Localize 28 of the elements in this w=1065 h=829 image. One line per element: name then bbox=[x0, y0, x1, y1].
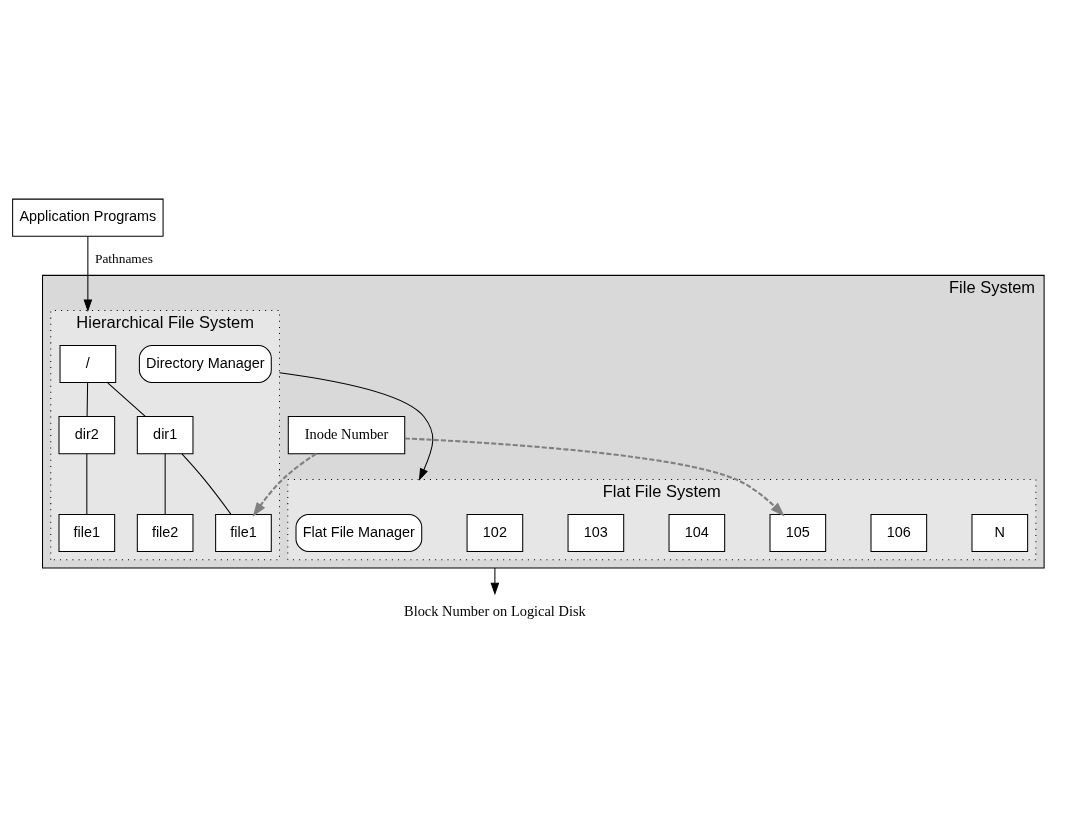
connector bbox=[181, 452, 232, 515]
node-box: Inode Number bbox=[287, 415, 406, 454]
node-box: 105 bbox=[769, 513, 827, 552]
node-box: N bbox=[971, 513, 1029, 552]
node-box: file1 bbox=[215, 513, 272, 552]
arrow bbox=[490, 567, 500, 595]
arrow bbox=[279, 371, 434, 481]
connector bbox=[86, 381, 89, 417]
node-box: Directory Manager bbox=[138, 344, 272, 383]
node-box: file2 bbox=[136, 513, 194, 552]
arrow bbox=[83, 235, 93, 312]
node-box: 103 bbox=[567, 513, 625, 552]
node-box: 104 bbox=[668, 513, 726, 552]
connector bbox=[164, 452, 166, 515]
node-text: Block Number on Logical Disk bbox=[404, 602, 586, 619]
arrow bbox=[252, 452, 317, 517]
node-box: file1 bbox=[58, 513, 116, 552]
node-box: / bbox=[59, 344, 117, 383]
arrow bbox=[404, 436, 785, 516]
edge-label: Pathnames bbox=[94, 250, 153, 266]
node-box: Application Programs bbox=[12, 198, 164, 237]
node-box: 106 bbox=[870, 513, 928, 552]
node-box: Flat File Manager bbox=[295, 513, 423, 552]
node-box: 102 bbox=[466, 513, 524, 552]
node-box: dir2 bbox=[58, 415, 116, 454]
node-box: dir1 bbox=[136, 415, 194, 454]
connector bbox=[86, 452, 88, 515]
connector bbox=[107, 381, 146, 417]
